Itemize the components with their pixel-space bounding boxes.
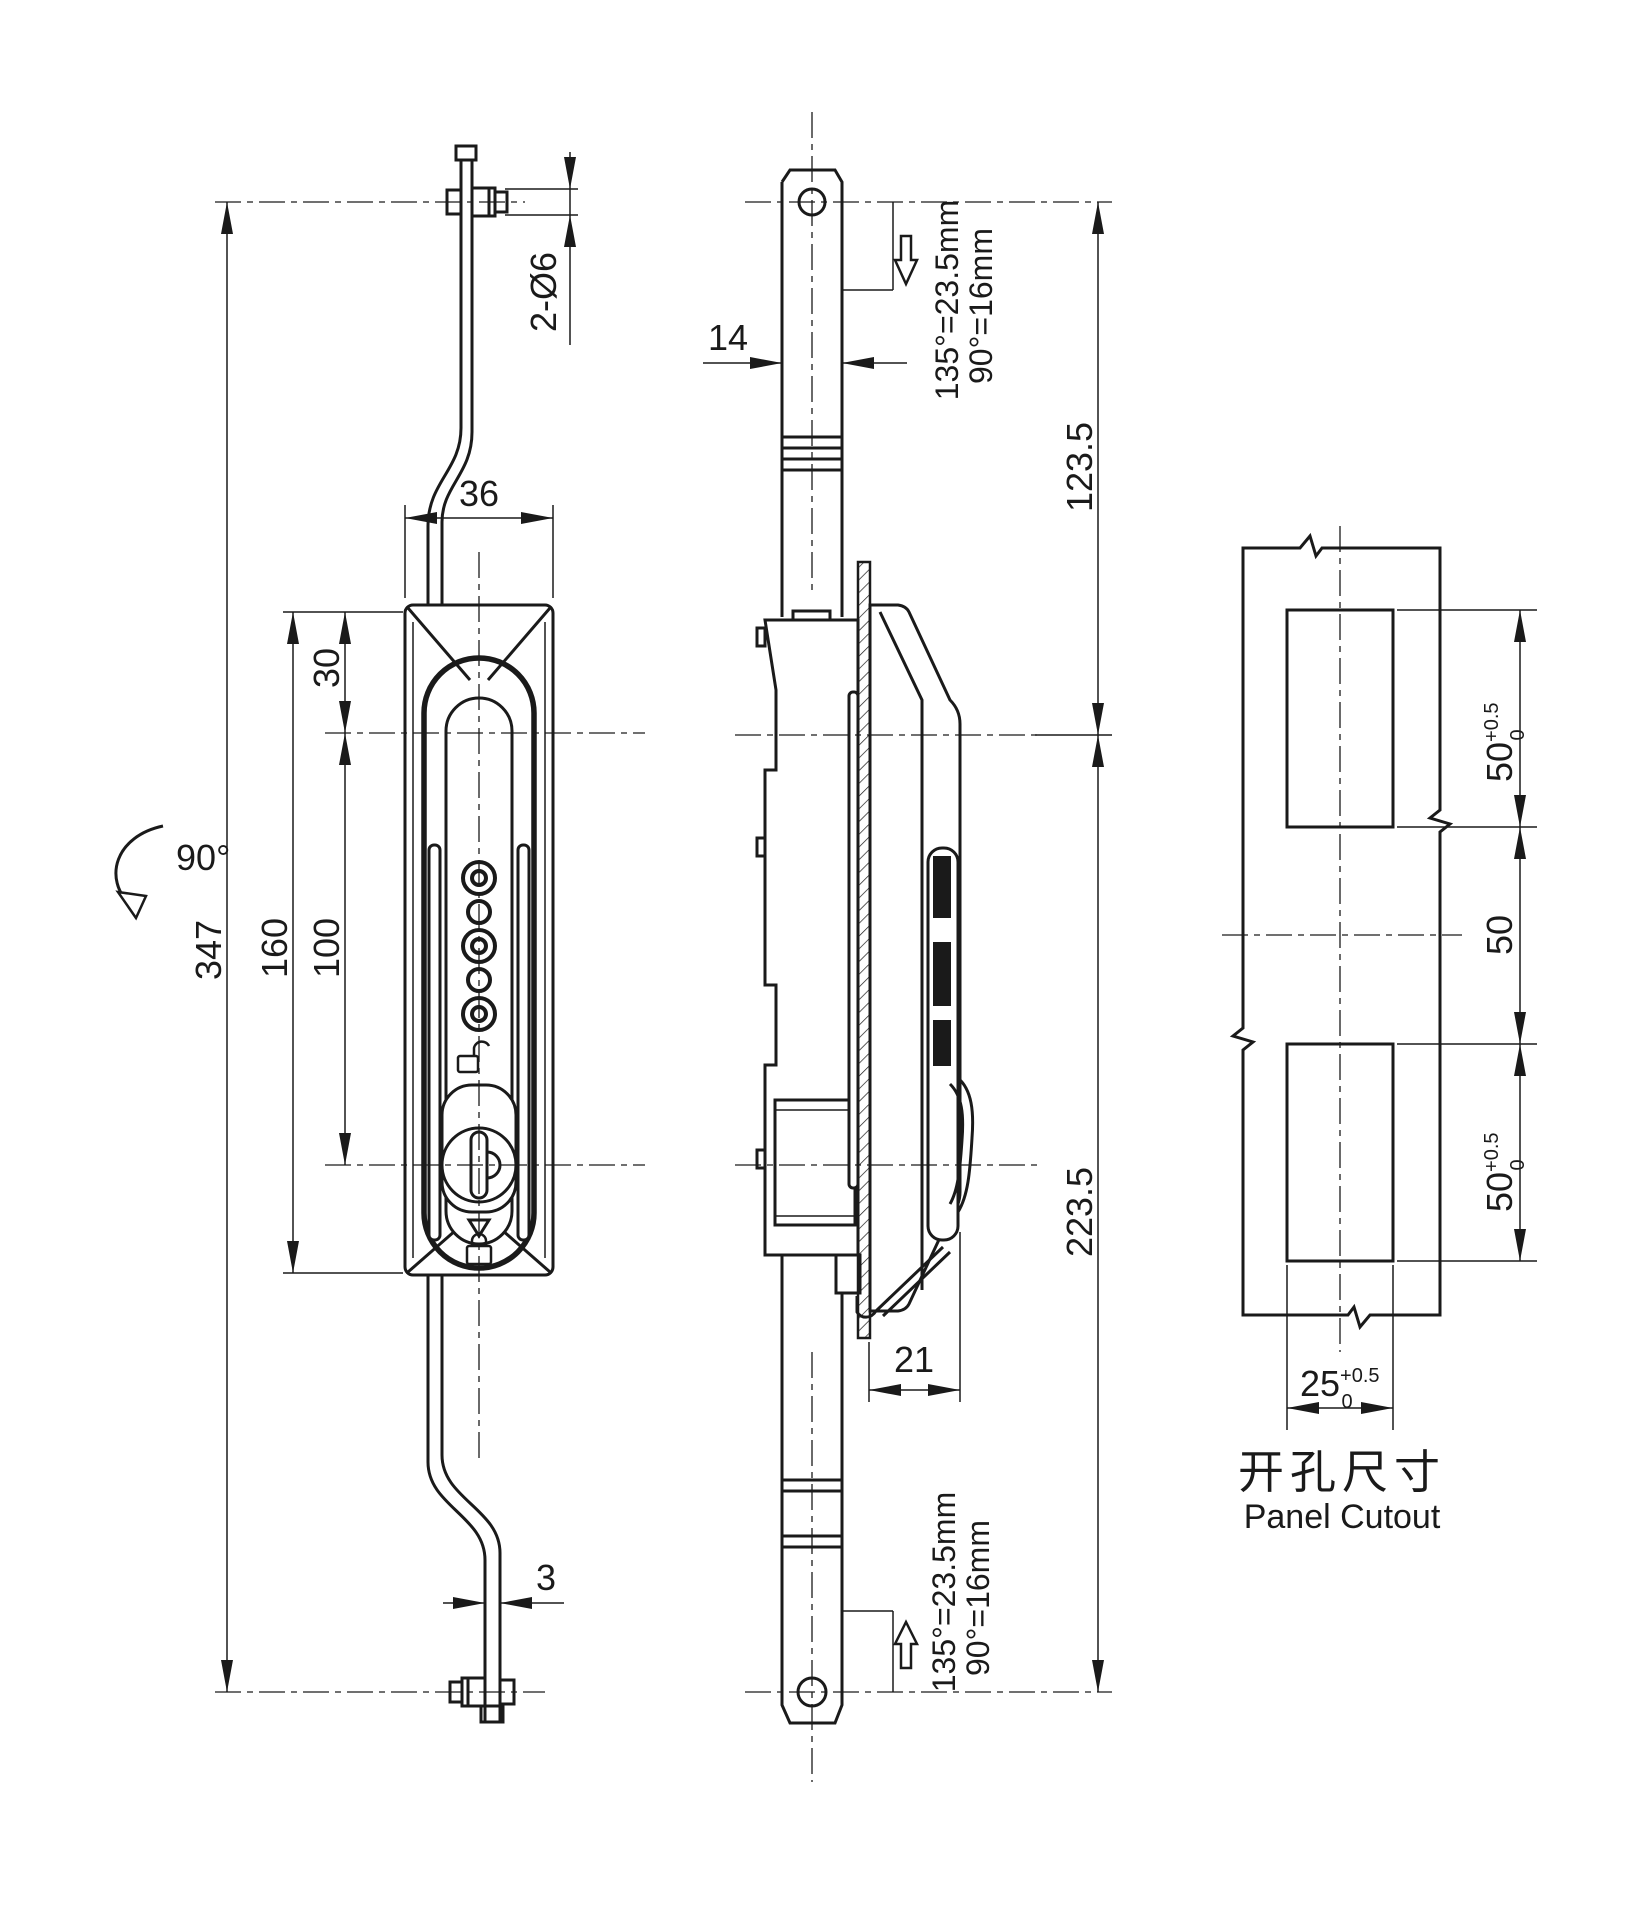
dim-label-100: 100 [306, 918, 347, 978]
rod-top-cap [454, 144, 478, 162]
side-handle [926, 846, 975, 1242]
stroke-note-top-2: 90°=16mm [963, 228, 999, 384]
dim-label-50-middle: 50 [1479, 915, 1520, 955]
front-bottom-pin [448, 1676, 516, 1708]
swing-angle-annotation: 90° [114, 824, 230, 921]
grip-slot-left [427, 843, 442, 1242]
side-button-bar [933, 1020, 951, 1066]
travel-arrow-down [893, 234, 919, 288]
dim-347: 347 [188, 202, 233, 1692]
svg-text:50+0.50: 50+0.50 [1479, 702, 1529, 782]
key-knob-profile [956, 1076, 975, 1213]
dim-label-160: 160 [254, 918, 295, 978]
dim-label-21: 21 [894, 1339, 934, 1380]
dim-label-223-5: 223.5 [1059, 1167, 1100, 1257]
dim-label-30: 30 [306, 648, 347, 688]
stroke-annotation-top: 135°=23.5mm 90°=16mm [843, 200, 999, 400]
side-cam [855, 1245, 952, 1319]
grip-slot-right [516, 843, 531, 1242]
front-view: 2-Ø6 36 347 160 [114, 144, 578, 1724]
svg-text:25+0.50: 25+0.50 [1300, 1363, 1380, 1413]
side-button-bar [933, 856, 951, 918]
centerlines [215, 112, 1462, 1782]
top-chamfer-line [486, 607, 552, 681]
stroke-annotation-bottom: 135°=23.5mm 90°=16mm [843, 1492, 996, 1692]
stroke-note-bottom-1: 135°=23.5mm [926, 1492, 962, 1692]
dim-30-100: 30 100 [306, 612, 351, 1165]
side-view: 14 135°=23.5mm 90°=16mm 123.5 223.5 [703, 168, 1112, 1725]
panel-section-hatched [856, 560, 872, 1340]
stroke-note-bottom-2: 90°=16mm [960, 1520, 996, 1676]
bottom-chamfer-line [407, 1228, 457, 1274]
dim-label-36: 36 [459, 473, 499, 514]
front-rod-lower [426, 1275, 505, 1724]
dim-14: 14 [703, 317, 907, 369]
dim-3: 3 [443, 1557, 564, 1609]
travel-arrow-up [892, 1619, 920, 1670]
rod-bottom-cap [479, 1704, 505, 1724]
dim-36: 36 [404, 473, 554, 598]
dim-2xD6: 2-Ø6 [505, 152, 578, 345]
top-chamfer-line [406, 607, 472, 681]
panel-outline [1229, 532, 1454, 1331]
side-case-block [755, 609, 862, 1295]
bottom-chamfer-line [501, 1228, 551, 1274]
dim-label-14: 14 [708, 317, 748, 358]
dim-123-223: 123.5 223.5 [1035, 202, 1112, 1692]
gasket-strip [847, 690, 860, 1190]
dim-label-2xD6: 2-Ø6 [523, 252, 564, 332]
stroke-note-top-1: 135°=23.5mm [929, 200, 965, 400]
dim-label-3: 3 [536, 1557, 556, 1598]
svg-text:50+0.50: 50+0.50 [1479, 1132, 1529, 1212]
dim-label-90deg: 90° [176, 837, 230, 878]
caption-english: Panel Cutout [1244, 1498, 1441, 1536]
dim-160: 160 [254, 611, 403, 1274]
dim-21: 21 [868, 1232, 961, 1402]
caption-chinese: 开孔尺寸 [1238, 1446, 1446, 1498]
dim-label-347: 347 [188, 920, 229, 980]
dim-label-123-5: 123.5 [1059, 422, 1100, 512]
unlock-icon [456, 1040, 491, 1074]
side-button-bar [933, 942, 951, 1006]
